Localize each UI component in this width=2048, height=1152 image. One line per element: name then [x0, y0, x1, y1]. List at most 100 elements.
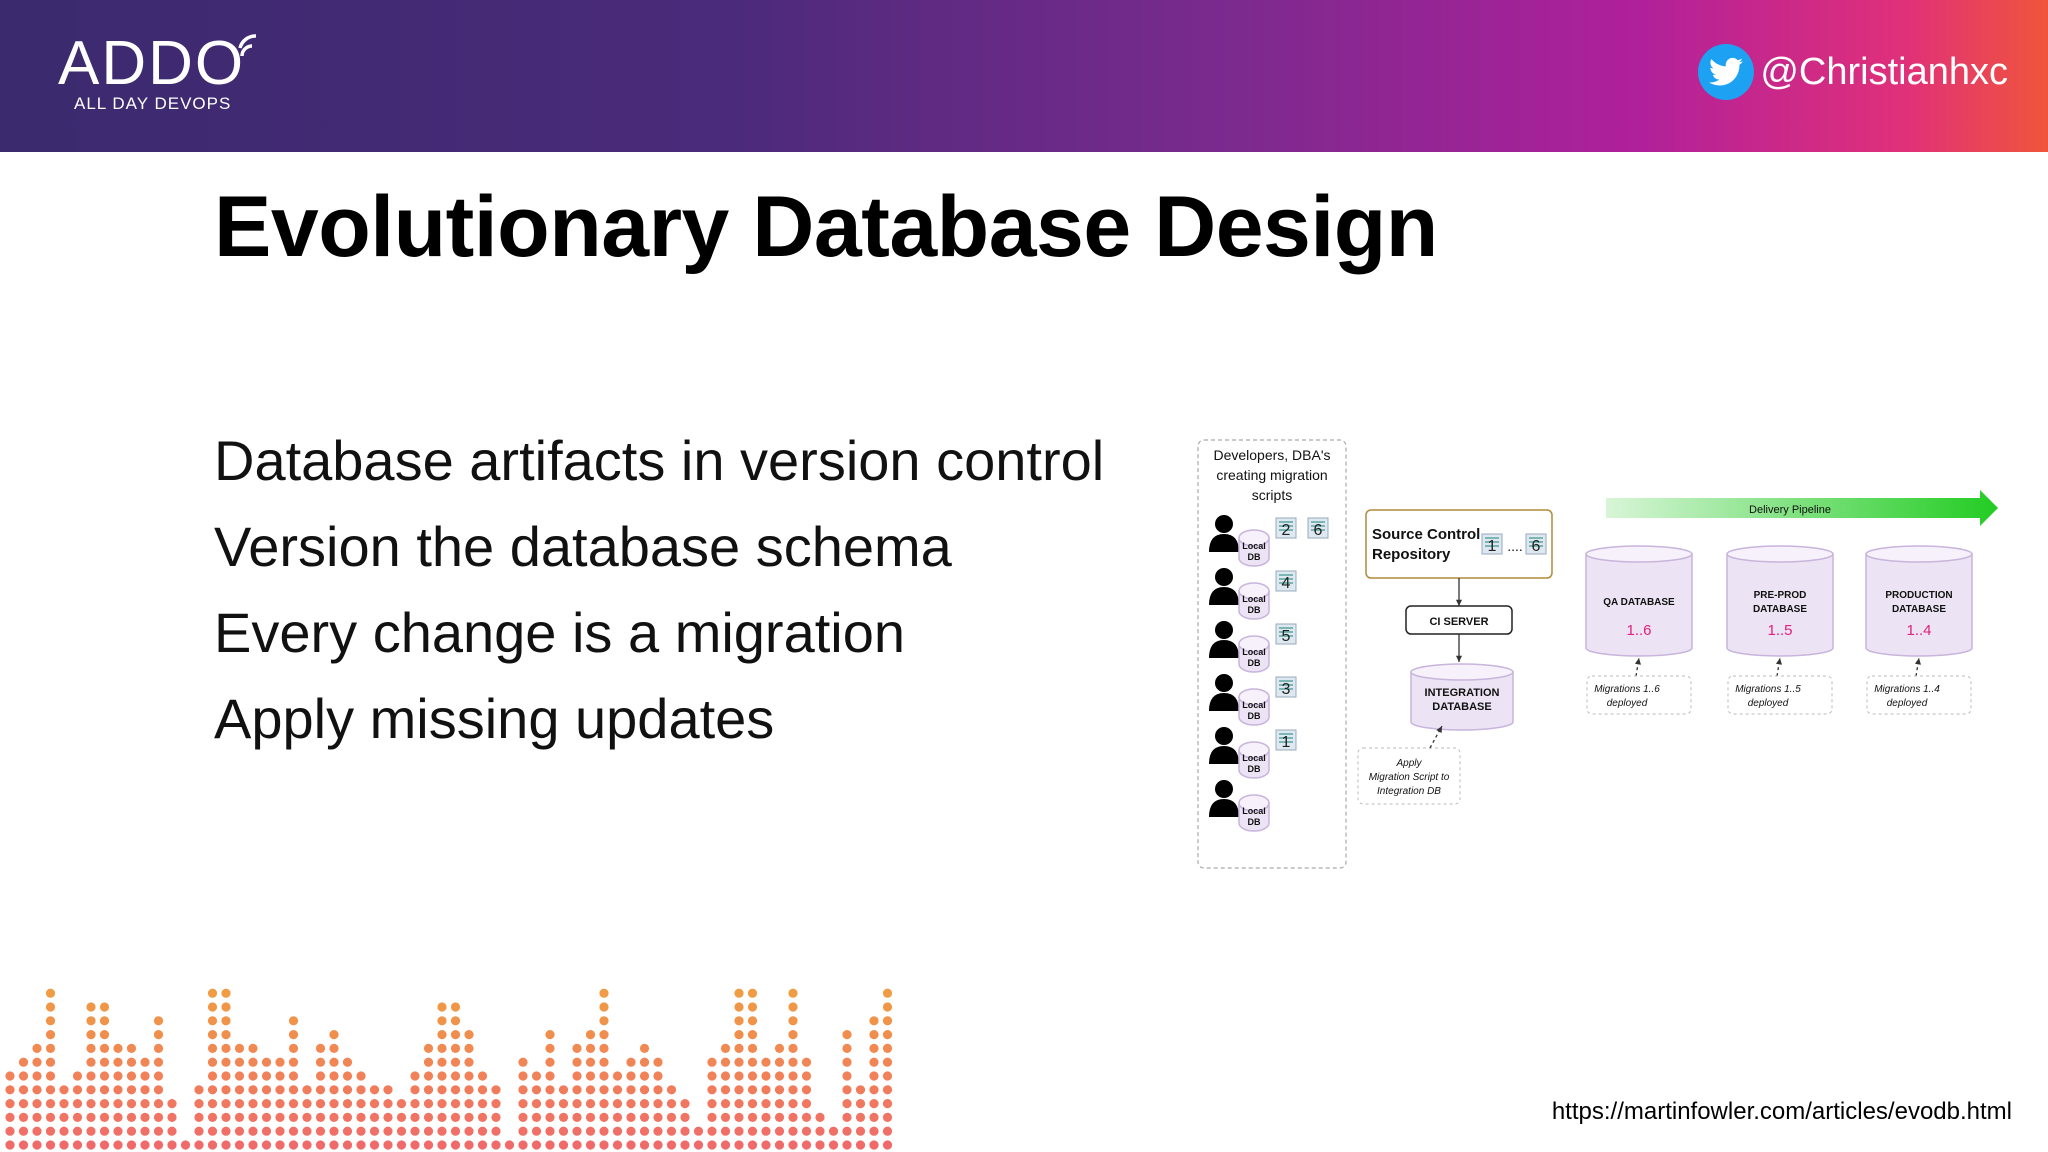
- equalizer-dot: [855, 1112, 866, 1122]
- equalizer-dot: [153, 1099, 164, 1109]
- equalizer-dot: [464, 1112, 474, 1122]
- equalizer-dot: [531, 1140, 542, 1150]
- equalizer-dot: [477, 1071, 488, 1081]
- equalizer-dot: [612, 1085, 623, 1095]
- equalizer-dot: [815, 1126, 825, 1136]
- equalizer-dot: [113, 1140, 123, 1150]
- database-top: [1726, 545, 1834, 563]
- equalizer-dot: [342, 1099, 353, 1109]
- equalizer-dot: [234, 1071, 245, 1081]
- equalizer-dot: [234, 1126, 245, 1136]
- equalizer-dot: [572, 1085, 582, 1095]
- equalizer-dot: [720, 1085, 731, 1095]
- script-number: 6: [1314, 522, 1323, 539]
- equalizer-dot: [869, 1112, 879, 1122]
- equalizer-dot: [599, 1140, 609, 1150]
- equalizer-dot: [126, 1085, 137, 1095]
- equalizer-dot: [423, 1126, 434, 1136]
- equalizer-dot: [18, 1057, 29, 1067]
- equalizer-dot: [477, 1126, 488, 1136]
- equalizer-dot: [396, 1099, 407, 1109]
- equalizer-dot: [153, 1085, 164, 1095]
- equalizer-dot: [18, 1140, 29, 1150]
- equalizer-dot: [18, 1085, 29, 1095]
- equalizer-dot: [207, 1016, 218, 1026]
- bullet-item: Database artifacts in version control: [214, 429, 1105, 492]
- equalizer-dot: [572, 1071, 582, 1081]
- arrow-head-icon: [1436, 726, 1442, 733]
- equalizer-dot: [221, 1112, 231, 1122]
- equalizer-dot: [585, 1126, 596, 1136]
- equalizer-dot: [774, 1140, 785, 1150]
- addo-logo: ADDO ALL DAY DEVOPS: [58, 32, 257, 114]
- equalizer-dot: [626, 1112, 636, 1122]
- equalizer-dot: [234, 1112, 245, 1122]
- equalizer-dot: [747, 1030, 758, 1040]
- equalizer-dot: [842, 1030, 852, 1040]
- equalizer-dot: [59, 1126, 69, 1136]
- equalizer-dot: [747, 1057, 758, 1067]
- equalizer-dot: [261, 1085, 272, 1095]
- equalizer-dot: [707, 1126, 717, 1136]
- database-top: [1585, 545, 1693, 563]
- equalizer-dot: [882, 1126, 893, 1136]
- equalizer-dot: [113, 1071, 123, 1081]
- equalizer-dot: [45, 1126, 56, 1136]
- equalizer-dot: [585, 1071, 596, 1081]
- database-top: [1238, 688, 1270, 706]
- equalizer-dot: [32, 1071, 42, 1081]
- equalizer-dot: [801, 1099, 812, 1109]
- equalizer-dot: [396, 1126, 407, 1136]
- equalizer-dot: [140, 1085, 150, 1095]
- equalizer-dot: [788, 1016, 798, 1026]
- equalizer-dot: [599, 1126, 609, 1136]
- equalizer-dot: [869, 1099, 879, 1109]
- equalizer-dot: [329, 1071, 339, 1081]
- equalizer-dot: [369, 1099, 380, 1109]
- equalizer-dot: [437, 1112, 447, 1122]
- equalizer-dot: [801, 1057, 812, 1067]
- equalizer-dot: [248, 1112, 258, 1122]
- twitter-handle: @Christianhxc: [1760, 50, 2008, 93]
- equalizer-dot: [167, 1112, 177, 1122]
- equalizer-dot: [491, 1085, 501, 1095]
- equalizer-dot: [747, 1016, 758, 1026]
- equalizer-dot: [491, 1140, 501, 1150]
- equalizer-dot: [86, 1071, 96, 1081]
- equalizer-dot: [126, 1140, 137, 1150]
- equalizer-dot: [234, 1099, 245, 1109]
- equalizer-dot: [720, 1140, 731, 1150]
- equalizer-dot: [423, 1043, 434, 1053]
- equalizer-dot: [477, 1112, 488, 1122]
- equalizer-dot: [153, 1057, 164, 1067]
- equalizer-dot: [234, 1043, 245, 1053]
- equalizer-dot: [383, 1085, 393, 1095]
- source-control-label: Repository: [1372, 546, 1451, 563]
- equalizer-dot: [558, 1112, 569, 1122]
- person-head: [1215, 727, 1233, 745]
- arrow-head-icon: [1914, 658, 1921, 665]
- equalizer-dot: [342, 1140, 353, 1150]
- equalizer-dot: [288, 1030, 299, 1040]
- equalizer-dot: [288, 1099, 299, 1109]
- equalizer-dot: [518, 1085, 528, 1095]
- deployment-note-label: deployed: [1887, 698, 1928, 709]
- equalizer-dot: [221, 1099, 231, 1109]
- migration-script-icon: 4: [1275, 570, 1297, 592]
- equalizer-dot: [734, 1085, 744, 1095]
- equalizer-dot: [774, 1043, 785, 1053]
- person-body: [1209, 534, 1239, 552]
- local-db-icon: [1238, 635, 1270, 673]
- local-db-label: DB: [1248, 817, 1261, 827]
- equalizer-dot: [747, 1140, 758, 1150]
- equalizer-dot: [599, 1057, 609, 1067]
- equalizer-dot: [275, 1085, 285, 1095]
- equalizer-dot: [99, 1016, 110, 1026]
- equalizer-dot: [275, 1071, 285, 1081]
- equalizer-dot: [734, 1099, 744, 1109]
- script-number: 1: [1282, 734, 1291, 751]
- equalizer-dot: [261, 1126, 272, 1136]
- equalizer-dot: [396, 1140, 407, 1150]
- equalizer-dot: [491, 1099, 501, 1109]
- script-sheet: [1275, 676, 1297, 698]
